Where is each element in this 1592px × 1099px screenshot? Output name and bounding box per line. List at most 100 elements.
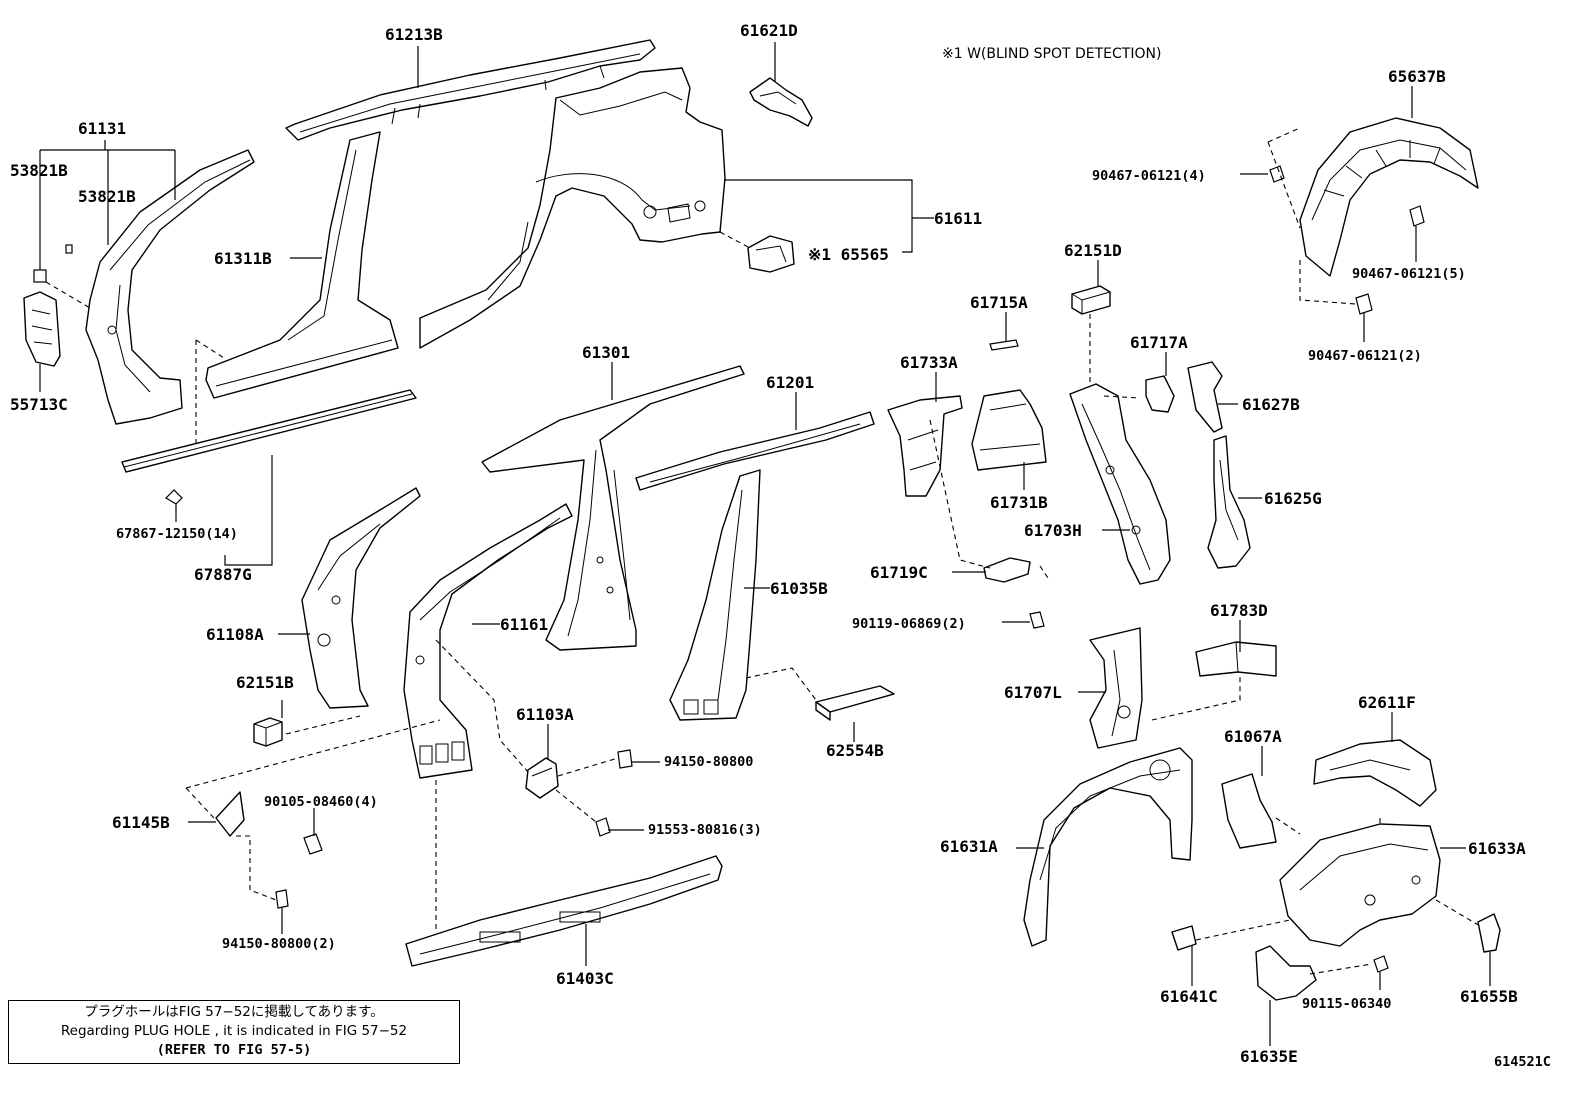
part-90467-clip-2 bbox=[1355, 293, 1373, 315]
label-61633a: 61633A bbox=[1468, 839, 1526, 858]
part-61621d-bracket bbox=[749, 77, 813, 127]
note-reference-link[interactable]: (REFER TO FIG 57-5) bbox=[156, 1042, 312, 1058]
label-61631a: 61631A bbox=[940, 837, 998, 856]
part-61131-front-pillar bbox=[85, 149, 255, 425]
part-61783d-block bbox=[1195, 641, 1277, 677]
part-65637b-fender-liner bbox=[1299, 117, 1479, 277]
label-62554b: 62554B bbox=[826, 741, 884, 760]
part-67887g-rocker-molding bbox=[121, 389, 417, 473]
part-61103a-bracket bbox=[525, 757, 559, 799]
part-62151d-block bbox=[1071, 285, 1111, 315]
label-62611f: 62611F bbox=[1358, 693, 1416, 712]
part-61707l-pillar-lower bbox=[1089, 627, 1143, 749]
part-61633a-wheel-housing bbox=[1279, 823, 1441, 947]
part-61311b-side-member bbox=[205, 131, 399, 399]
label-65637b: 65637B bbox=[1388, 67, 1446, 86]
leader-lines bbox=[39, 42, 1491, 1046]
label-61627b: 61627B bbox=[1242, 395, 1300, 414]
part-61625g-brace bbox=[1207, 435, 1251, 569]
label-61625g: 61625G bbox=[1264, 489, 1322, 508]
bsd-note: ※1 W(BLIND SPOT DETECTION) bbox=[942, 46, 1161, 62]
part-61635e-bracket bbox=[1255, 945, 1317, 1001]
label-61719c: 61719C bbox=[870, 563, 928, 582]
label-61311b: 61311B bbox=[214, 249, 272, 268]
part-61403c-rocker-inner bbox=[405, 855, 723, 967]
label-67867: 67867-12150(14) bbox=[116, 526, 238, 542]
label-62151d: 62151D bbox=[1064, 241, 1122, 260]
label-53821b-a: 53821B bbox=[10, 161, 68, 180]
label-61161: 61161 bbox=[500, 615, 548, 634]
part-90467-clip-5 bbox=[1409, 205, 1425, 227]
label-61703h: 61703H bbox=[1024, 521, 1082, 540]
part-94150-nut bbox=[617, 749, 633, 769]
label-61108a: 61108A bbox=[206, 625, 264, 644]
label-90467-4: 90467-06121(4) bbox=[1092, 168, 1206, 184]
part-labels: ※1 W(BLIND SPOT DETECTION) 61213B 61621D… bbox=[10, 21, 1551, 1070]
label-90467-2: 90467-06121(2) bbox=[1308, 348, 1422, 364]
part-91553-bolt bbox=[595, 817, 611, 837]
note-line-english: Regarding PLUG HOLE , it is indicated in… bbox=[60, 1023, 408, 1039]
label-90105: 90105-08460(4) bbox=[264, 794, 378, 810]
part-61161-reinforcement bbox=[403, 503, 573, 779]
part-61108a-pillar-inner bbox=[301, 487, 421, 709]
part-61627b-brace bbox=[1187, 361, 1223, 433]
part-61655b-bracket bbox=[1477, 913, 1501, 953]
label-61131: 61131 bbox=[78, 119, 126, 138]
label-61201: 61201 bbox=[766, 373, 814, 392]
label-61403c: 61403C bbox=[556, 969, 614, 988]
label-61641c: 61641C bbox=[1160, 987, 1218, 1006]
label-94150-a: 94150-80800 bbox=[664, 754, 753, 770]
part-61201-roof-rail-inner bbox=[635, 411, 875, 491]
figure-id: 614521C bbox=[1494, 1054, 1551, 1070]
label-61067a: 61067A bbox=[1224, 727, 1282, 746]
part-90105-bolt bbox=[303, 833, 323, 855]
label-53821b-b: 53821B bbox=[78, 187, 136, 206]
part-61301-center-pillar bbox=[481, 365, 745, 651]
part-61641c-bracket bbox=[1171, 925, 1197, 951]
label-61731b: 61731B bbox=[990, 493, 1048, 512]
label-90467-5: 90467-06121(5) bbox=[1352, 266, 1466, 282]
label-61715a: 61715A bbox=[970, 293, 1028, 312]
part-62554b-pad bbox=[815, 685, 895, 721]
label-61655b: 61655B bbox=[1460, 987, 1518, 1006]
part-61703h-rear-pillar bbox=[1069, 383, 1171, 585]
label-61301: 61301 bbox=[582, 343, 630, 362]
part-90119-bolt bbox=[1029, 611, 1045, 629]
part-61145b-gusset bbox=[215, 791, 245, 837]
label-61707l: 61707L bbox=[1004, 683, 1062, 702]
label-61035b: 61035B bbox=[770, 579, 828, 598]
note-line-japanese: プラグホールはFIG 57−52に掲載してあります。 bbox=[84, 1004, 384, 1020]
part-61213b-roof-rail bbox=[285, 39, 656, 141]
part-55713c-bracket bbox=[23, 291, 61, 367]
part-90467-clip-4 bbox=[1269, 165, 1285, 183]
label-67887g: 67887G bbox=[194, 565, 252, 584]
label-62151b: 62151B bbox=[236, 673, 294, 692]
label-61733a: 61733A bbox=[900, 353, 958, 372]
part-94150-nut-2 bbox=[275, 889, 289, 909]
part-61631a-wheel-house bbox=[1023, 747, 1193, 947]
label-61717a: 61717A bbox=[1130, 333, 1188, 352]
part-62151b-block bbox=[253, 717, 283, 747]
label-90115: 90115-06340 bbox=[1302, 996, 1391, 1012]
label-90119: 90119-06869(2) bbox=[852, 616, 966, 632]
label-55713c: 55713C bbox=[10, 395, 68, 414]
part-53821b-clip bbox=[33, 269, 47, 283]
part-67867-clip bbox=[165, 489, 183, 505]
label-65565: ※1 65565 bbox=[808, 245, 889, 264]
label-61213b: 61213B bbox=[385, 25, 443, 44]
part-61611-quarter-panel bbox=[419, 67, 726, 349]
label-61611: 61611 bbox=[934, 209, 982, 228]
part-62611f-liner bbox=[1313, 739, 1437, 807]
label-61621d: 61621D bbox=[740, 21, 798, 40]
part-53821b-clip-small bbox=[65, 244, 73, 254]
part-61035b-pillar-inner bbox=[669, 469, 761, 721]
label-61145b: 61145B bbox=[112, 813, 170, 832]
part-61733a-bracket bbox=[887, 395, 963, 497]
label-91553: 91553-80816(3) bbox=[648, 822, 762, 838]
part-61717a-bracket bbox=[1145, 375, 1175, 413]
plug-hole-note: プラグホールはFIG 57−52に掲載してあります。 Regarding PLU… bbox=[8, 1000, 460, 1064]
part-90115-bolt bbox=[1373, 955, 1389, 973]
label-61103a: 61103A bbox=[516, 705, 574, 724]
part-61719c-bracket bbox=[983, 557, 1031, 583]
label-61635e: 61635E bbox=[1240, 1047, 1298, 1066]
